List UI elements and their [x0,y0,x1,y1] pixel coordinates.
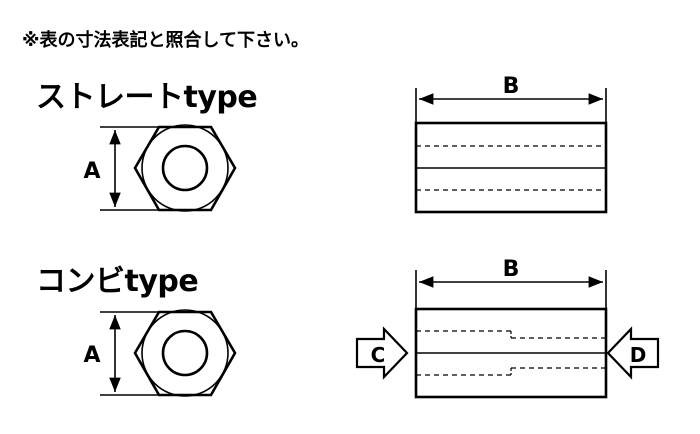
combi-label-c: C [371,343,386,367]
combi-label-d: D [630,343,647,367]
straight-label-b: B [503,74,520,99]
combi-type-title: コンビtype [36,264,199,299]
straight-label-a: A [83,159,100,184]
combi-dimension-b [415,270,607,309]
d-arrow-icon [606,326,660,380]
c-arrow-icon [355,326,409,380]
straight-dimension-a [100,126,159,211]
combi-label-b: B [503,257,520,282]
straight-hex-view [133,124,237,212]
combi-dimension-a [100,311,159,396]
combi-label-a: A [83,343,100,368]
combi-side-view [414,307,608,399]
straight-side-view [414,121,608,214]
dimension-note: ※表の寸法表記と照合して下さい。 [22,30,309,51]
combi-hex-view [133,309,237,397]
straight-dimension-b [415,88,607,123]
straight-type-title: ストレートtype [36,80,258,115]
